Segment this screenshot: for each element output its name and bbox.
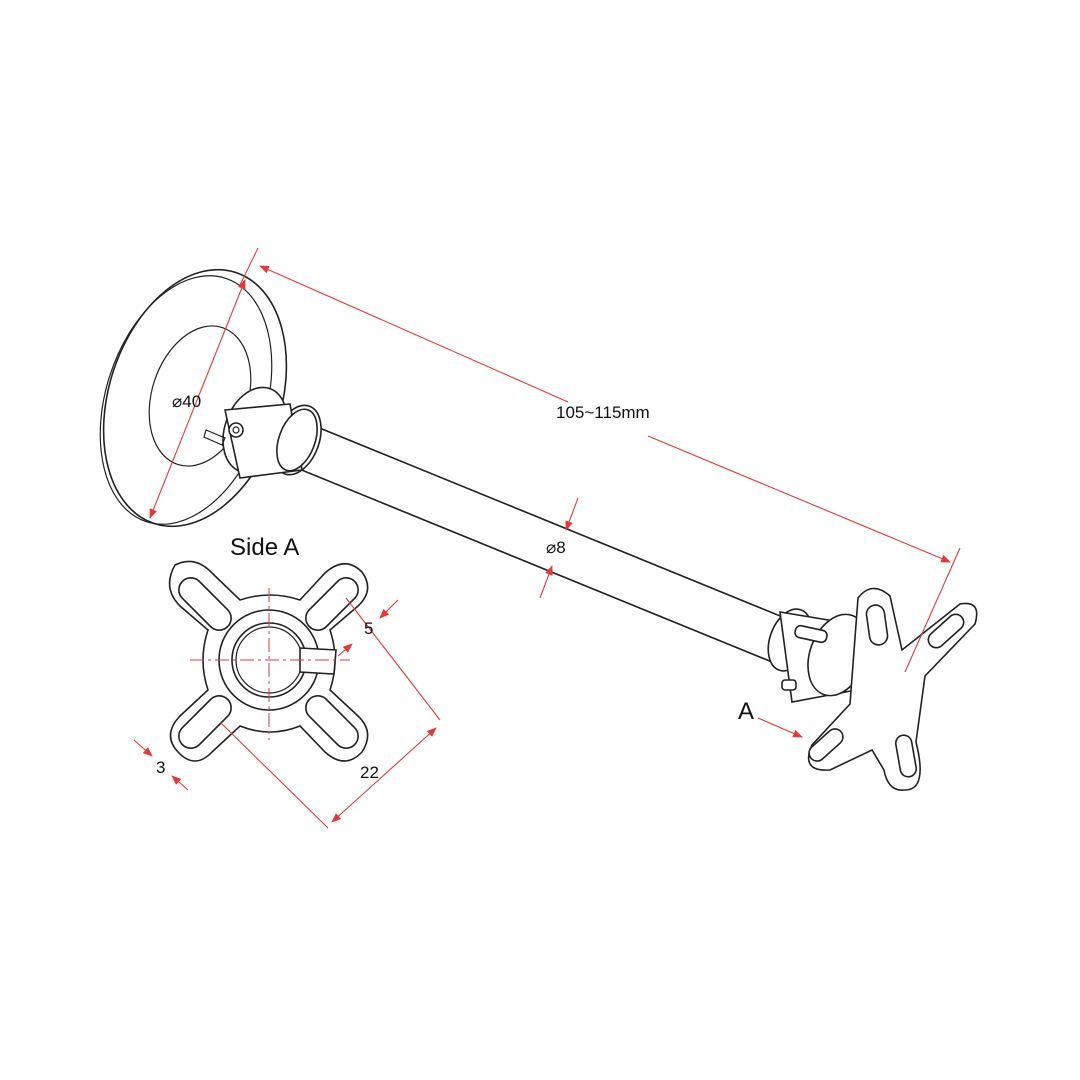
plate-joint: [767, 608, 869, 703]
dimension-lines: [133, 247, 961, 829]
slot-width-label: 5: [364, 619, 374, 638]
mounting-plate: [807, 587, 978, 791]
cup-diameter-label: ⌀40: [172, 392, 202, 411]
length-label: 105~115mm: [556, 403, 650, 422]
view-marker-label: A: [738, 698, 755, 725]
slot-spacing-label: 22: [360, 763, 379, 782]
rod-diameter-label: ⌀8: [546, 538, 566, 557]
side-a-view: [168, 560, 369, 762]
extension-rod: [280, 418, 792, 664]
side-view-title: Side A: [230, 534, 300, 561]
plate-edge-label: 3: [156, 758, 166, 777]
